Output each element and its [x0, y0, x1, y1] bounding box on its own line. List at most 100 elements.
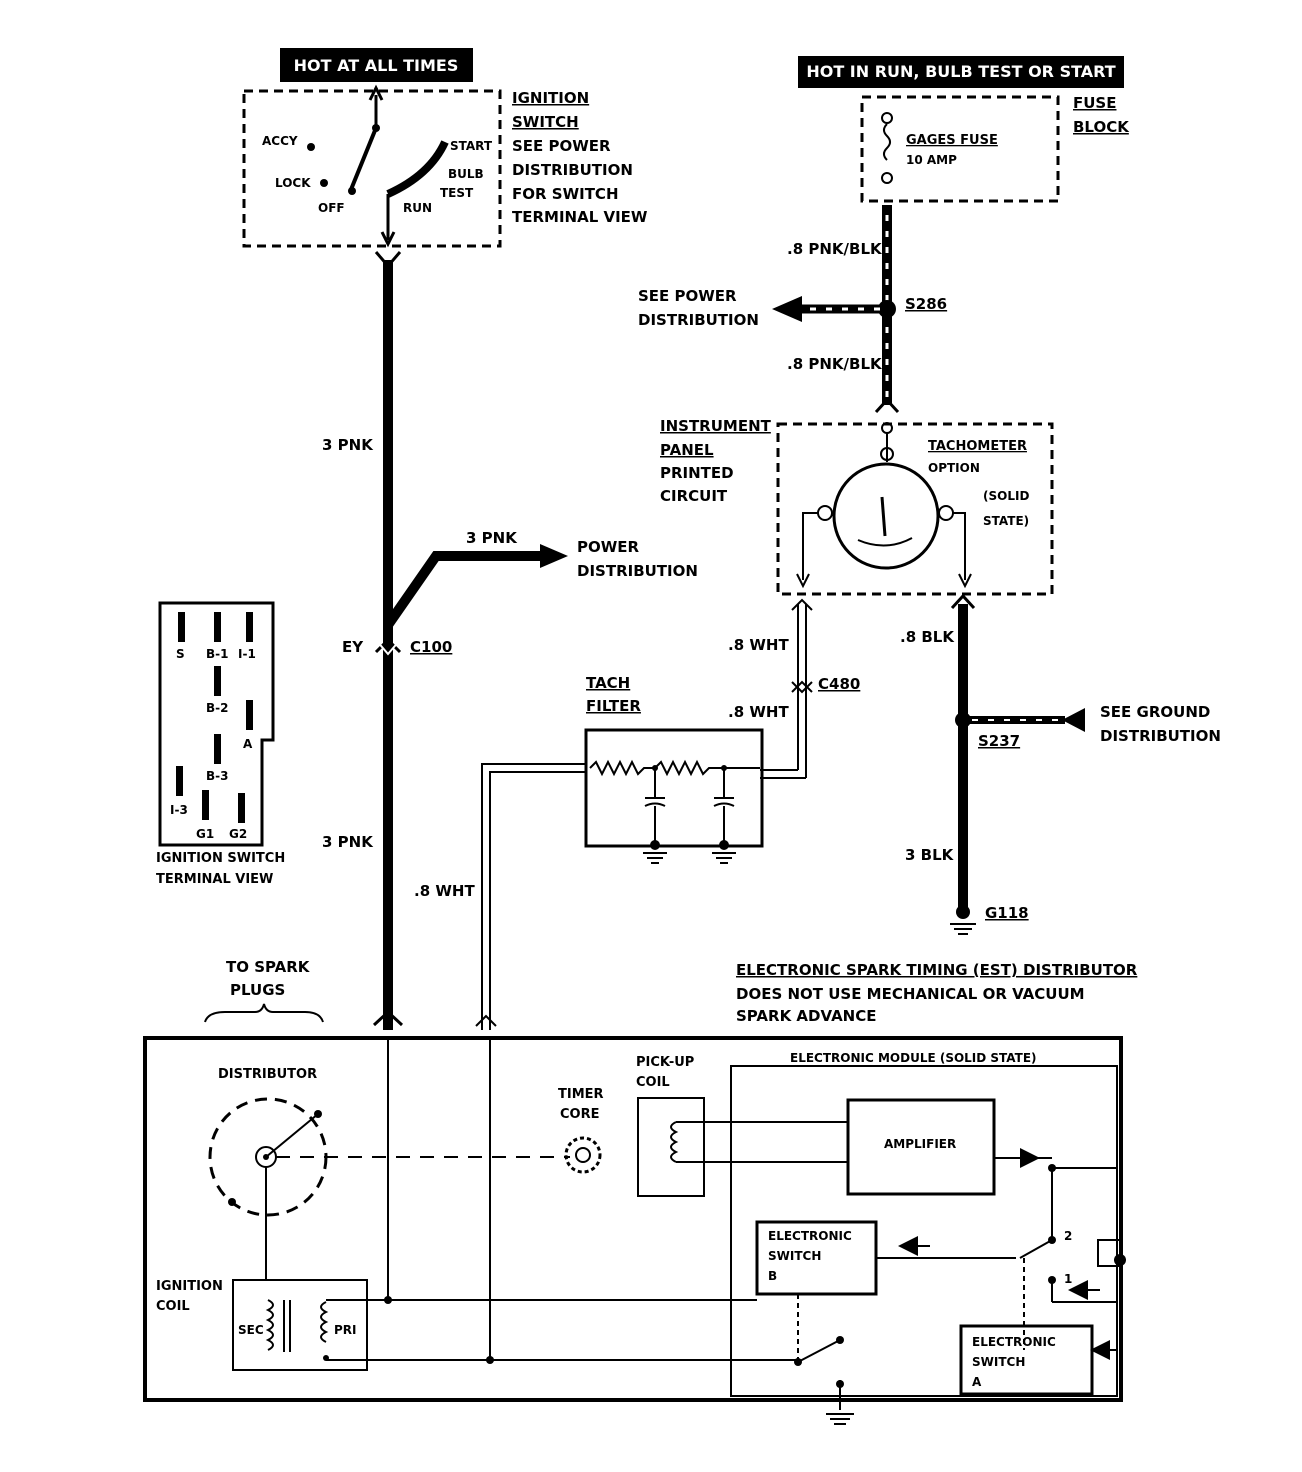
resistor-icon-1 [589, 759, 655, 777]
svg-text:SWITCH: SWITCH [512, 113, 579, 131]
svg-text:A: A [972, 1375, 982, 1389]
accy-label: ACCY [262, 134, 298, 148]
resistor-icon-2 [654, 759, 724, 777]
hot-at-all-times-header: HOT AT ALL TIMES [280, 48, 473, 82]
svg-text:SEC: SEC [238, 1323, 264, 1337]
terminal-view-caption-1: IGNITION SWITCH [156, 851, 285, 866]
terminal-view: S B-1 I-1 B-2 A B-3 I-3 G1 G2 [158, 601, 275, 847]
fuse-icon [883, 123, 891, 161]
svg-text:IGNITION: IGNITION [512, 89, 589, 107]
svg-text:SWITCH: SWITCH [768, 1249, 821, 1263]
svg-text:ELECTRONIC MODULE (SOLID STATE: ELECTRONIC MODULE (SOLID STATE) [790, 1051, 1037, 1065]
pnk-branch-wire [383, 544, 568, 628]
svg-text:DISTRIBUTOR: DISTRIBUTOR [218, 1067, 317, 1082]
power-dist-label-1: POWER [577, 538, 640, 556]
svg-text:ELECTRONIC: ELECTRONIC [768, 1229, 852, 1243]
pnk-blk-wire [772, 205, 900, 414]
lock-label: LOCK [275, 176, 311, 190]
c480-label: C480 [818, 675, 860, 693]
svg-text:B-2: B-2 [206, 701, 228, 715]
blk-label-1: .8 BLK [900, 628, 955, 646]
svg-text:I-1: I-1 [238, 647, 256, 661]
wht-label-3: .8 WHT [414, 882, 475, 900]
svg-text:COIL: COIL [636, 1075, 670, 1090]
accy-contact-icon [307, 143, 315, 151]
svg-text:PICK-UP: PICK-UP [636, 1055, 694, 1070]
svg-text:10 AMP: 10 AMP [906, 153, 957, 167]
tach-filter-label-2: FILTER [586, 697, 641, 715]
ey-label: EY [342, 638, 364, 656]
hot-in-run-header: HOT IN RUN, BULB TEST OR START [798, 56, 1124, 88]
svg-text:HOT AT ALL TIMES: HOT AT ALL TIMES [294, 56, 459, 75]
svg-text:COIL: COIL [156, 1299, 190, 1314]
ignition-switch-box: ACCY LOCK OFF RUN START BULB TEST [242, 84, 502, 248]
see-ground-label-1: SEE GROUND [1100, 703, 1210, 721]
secondary-coil-icon [265, 1299, 274, 1351]
svg-text:I-3: I-3 [170, 803, 188, 817]
fuse-block-label-1: FUSE [1073, 94, 1116, 112]
s237-label: S237 [978, 732, 1020, 750]
svg-text:TACHOMETER: TACHOMETER [928, 439, 1027, 454]
spark-plugs-label-1: TO SPARK [226, 958, 311, 976]
pnk-blk-top-label: .8 PNK/BLK [787, 240, 883, 258]
pnk-blk-bottom-label: .8 PNK/BLK [787, 355, 883, 373]
svg-text:SWITCH: SWITCH [972, 1355, 1025, 1369]
svg-text:G2: G2 [229, 827, 247, 841]
spark-plugs-label-2: PLUGS [230, 981, 285, 999]
svg-text:B-3: B-3 [206, 769, 228, 783]
instrument-panel-label-2: PANEL [660, 441, 714, 459]
s286-label: S286 [905, 295, 947, 313]
test-label: TEST [440, 186, 474, 200]
primary-coil-icon [320, 1301, 329, 1343]
svg-text:A: A [243, 737, 253, 751]
wht-tach-wire [760, 598, 813, 779]
terminal-view-caption-2: TERMINAL VIEW [156, 872, 273, 887]
wht-dist-wire [475, 763, 586, 1030]
tachometer-box: TACHOMETER OPTION (SOLID STATE) [776, 422, 1054, 596]
svg-text:B: B [768, 1269, 777, 1283]
svg-text:(SOLID: (SOLID [983, 489, 1029, 503]
pickup-coil-icon [670, 1121, 679, 1163]
pnk-upper-label: 3 PNK [322, 436, 374, 454]
ignition-switch-text: IGNITION SWITCH SEE POWER DISTRIBUTION F… [512, 89, 648, 226]
wht-label-1: .8 WHT [728, 636, 789, 654]
svg-text:SEE POWER: SEE POWER [512, 137, 611, 155]
svg-text:CORE: CORE [560, 1107, 599, 1122]
fuse-block-label-2: BLOCK [1073, 118, 1130, 136]
svg-text:ELECTRONIC: ELECTRONIC [972, 1335, 1056, 1349]
see-ground-label-2: DISTRIBUTION [1100, 727, 1221, 745]
bulb-label: BULB [448, 167, 484, 181]
svg-text:G1: G1 [196, 827, 214, 841]
svg-text:S: S [176, 647, 185, 661]
blk-ground-wire [950, 593, 1085, 935]
svg-text:STATE): STATE) [983, 514, 1029, 528]
est-label-2: DOES NOT USE MECHANICAL OR VACUUM [736, 985, 1085, 1003]
svg-text:GAGES FUSE: GAGES FUSE [906, 133, 998, 148]
start-label: START [450, 139, 493, 153]
blk-label-2: 3 BLK [905, 846, 955, 864]
pnk-branch-label: 3 PNK [466, 529, 518, 547]
svg-text:TIMER: TIMER [558, 1087, 604, 1102]
fuse-block-box: GAGES FUSE 10 AMP [860, 95, 1060, 203]
power-dist-label-2: DISTRIBUTION [577, 562, 698, 580]
svg-text:DISTRIBUTION: DISTRIBUTION [512, 161, 633, 179]
tach-filter-label-1: TACH [586, 674, 630, 692]
off-label: OFF [318, 201, 345, 215]
instrument-panel-label-3: PRINTED [660, 464, 734, 482]
distributor-box: DISTRIBUTOR TIMER CORE PICK-UP COIL ELEC… [143, 1036, 1126, 1425]
svg-text:PRI: PRI [334, 1323, 357, 1337]
svg-text:AMPLIFIER: AMPLIFIER [884, 1137, 956, 1151]
lock-contact-icon [320, 179, 328, 187]
est-label-1: ELECTRONIC SPARK TIMING (EST) DISTRIBUTO… [736, 961, 1138, 979]
svg-text:HOT IN RUN, BULB TEST OR START: HOT IN RUN, BULB TEST OR START [806, 62, 1115, 81]
instrument-panel-label-4: CIRCUIT [660, 487, 728, 505]
svg-text:OPTION: OPTION [928, 461, 980, 475]
see-power-label-1: SEE POWER [638, 287, 737, 305]
timer-core-icon [564, 1136, 602, 1174]
run-label: RUN [403, 201, 432, 215]
wht-label-2: .8 WHT [728, 703, 789, 721]
instrument-panel-label-1: INSTRUMENT [660, 417, 772, 435]
pnk-lower-label: 3 PNK [322, 833, 374, 851]
svg-text:TERMINAL VIEW: TERMINAL VIEW [512, 208, 648, 226]
